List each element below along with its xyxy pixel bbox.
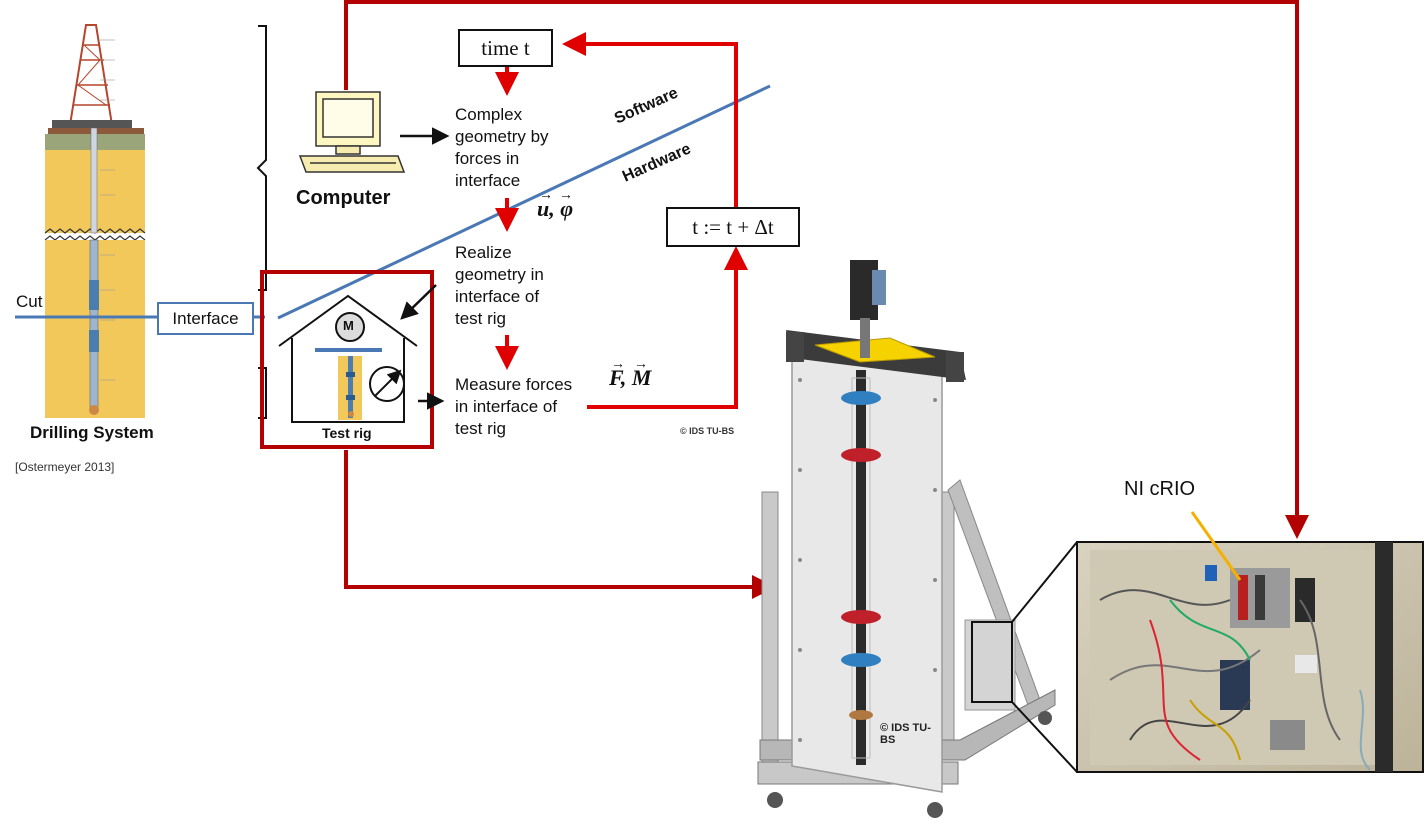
ids-logo-large: © IDS TU-BS [880,722,931,746]
time-box: time t [458,29,553,67]
step-measure-forces: Measure forces in interface of test rig [455,374,572,440]
step-text-line: geometry in [455,265,544,284]
vector-f-m-label: → → F, M [609,357,652,390]
test-rig-label: Test rig [322,425,372,441]
ni-crio-label: NI cRIO [1124,478,1196,500]
computer-label: Computer [296,187,391,209]
citation-label: [Ostermeyer 2013] [15,460,115,474]
step-text-line: interface [455,171,521,190]
arrow-forces-to-update [587,246,748,409]
software-hardware-separator [277,84,771,320]
time-box-label: time t [481,36,530,60]
test-rig-frame [260,270,434,449]
vector-u-phi-text: u, φ [537,196,574,221]
ids-logo-small: © IDS TU-BS [680,426,735,436]
crio-pointer-line [1190,511,1242,581]
time-update-label: t := t + Δt [692,215,774,239]
step-text-line: in interface of [455,397,558,416]
computer-icon [298,91,406,173]
arrow-update-to-time [562,32,738,210]
crio-cabinet-photo [1076,541,1424,773]
drilling-system-label: Drilling System [30,423,154,442]
step-text-line: Complex [455,105,523,124]
step-realize-geometry: Realize geometry in interface of test ri… [455,242,544,330]
arrow-geometry-to-rig [400,284,437,320]
gauge-icon [369,366,405,402]
step-text-line: geometry by [455,127,549,146]
motor-icon [335,312,365,342]
motor-label: M [343,318,354,333]
step-text-line: test rig [455,419,507,438]
step-complex-geometry: Complex geometry by forces in interface [455,104,549,192]
step-text-line: forces in [455,149,520,168]
interface-box: Interface [157,302,254,335]
interface-label: Interface [172,309,239,328]
step-text-line: test rig [455,309,507,328]
vector-u-phi-label: → → u, φ [537,188,574,221]
cut-label: Cut [16,292,43,311]
arrow-rig-to-physical [344,450,776,599]
vector-f-m-text: F, M [609,365,652,390]
drilling-system-illustration [44,20,146,418]
time-update-box: t := t + Δt [666,207,800,247]
step-text-line: Realize [455,243,512,262]
physical-test-rig [757,260,1078,818]
step-text-line: interface of [455,287,540,306]
step-text-line: Measure forces [455,375,573,394]
arrow-computer-to-crio [344,0,1309,539]
